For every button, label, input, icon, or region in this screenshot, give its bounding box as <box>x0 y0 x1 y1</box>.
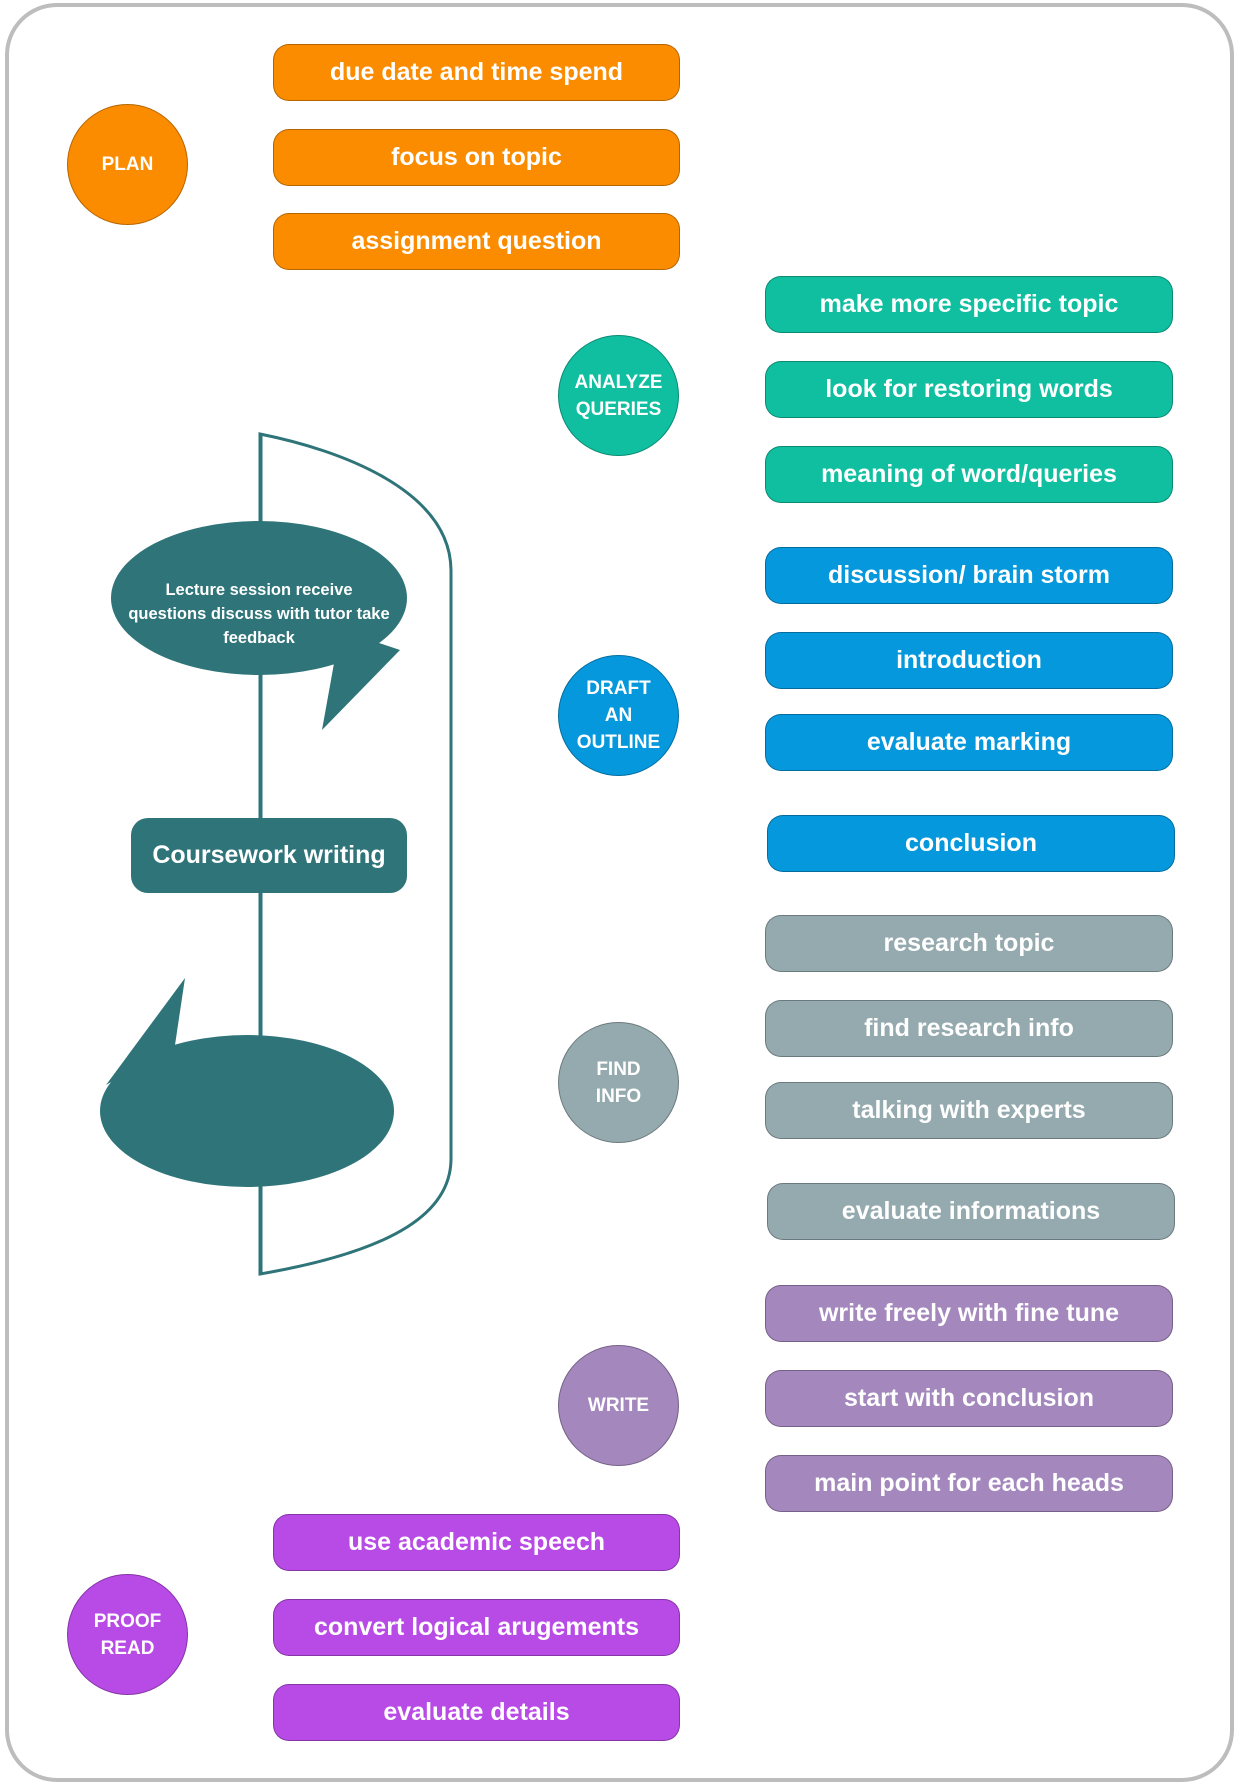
stage-proof-node[interactable]: PROOF READ <box>67 1574 188 1695</box>
stage-plan-node[interactable]: PLAN <box>67 104 188 225</box>
find-item[interactable]: talking with experts <box>765 1082 1173 1139</box>
proof-item[interactable]: use academic speech <box>273 1514 680 1571</box>
stage-write-node[interactable]: WRITE <box>558 1345 679 1466</box>
stage-draft-node[interactable]: DRAFT AN OUTLINE <box>558 655 679 776</box>
analyze-item[interactable]: meaning of word/queries <box>765 446 1173 503</box>
write-item[interactable]: write freely with fine tune <box>765 1285 1173 1342</box>
find-item[interactable]: research topic <box>765 915 1173 972</box>
proof-item[interactable]: evaluate details <box>273 1684 680 1741</box>
draft-item[interactable]: discussion/ brain storm <box>765 547 1173 604</box>
proof-item[interactable]: convert logical arugements <box>273 1599 680 1656</box>
write-item[interactable]: main point for each heads <box>765 1455 1173 1512</box>
speech-bubble-bottom <box>100 978 394 1187</box>
speech-bubble-top <box>111 521 407 730</box>
bracket-line <box>258 432 453 1276</box>
write-item[interactable]: start with conclusion <box>765 1370 1173 1427</box>
draft-item[interactable]: introduction <box>765 632 1173 689</box>
central-title: Coursework writing <box>131 818 407 893</box>
stage-find-node[interactable]: FIND INFO <box>558 1022 679 1143</box>
stage-analyze-node[interactable]: ANALYZE QUERIES <box>558 335 679 456</box>
find-item[interactable]: find research info <box>765 1000 1173 1057</box>
plan-item[interactable]: due date and time spend <box>273 44 680 101</box>
find-item[interactable]: evaluate informations <box>767 1183 1175 1240</box>
analyze-item[interactable]: make more specific topic <box>765 276 1173 333</box>
plan-item[interactable]: assignment question <box>273 213 680 270</box>
draft-item[interactable]: conclusion <box>767 815 1175 872</box>
analyze-item[interactable]: look for restoring words <box>765 361 1173 418</box>
plan-item[interactable]: focus on topic <box>273 129 680 186</box>
draft-item[interactable]: evaluate marking <box>765 714 1173 771</box>
speech-bubble-text: Lecture session receive questions discus… <box>128 581 390 647</box>
